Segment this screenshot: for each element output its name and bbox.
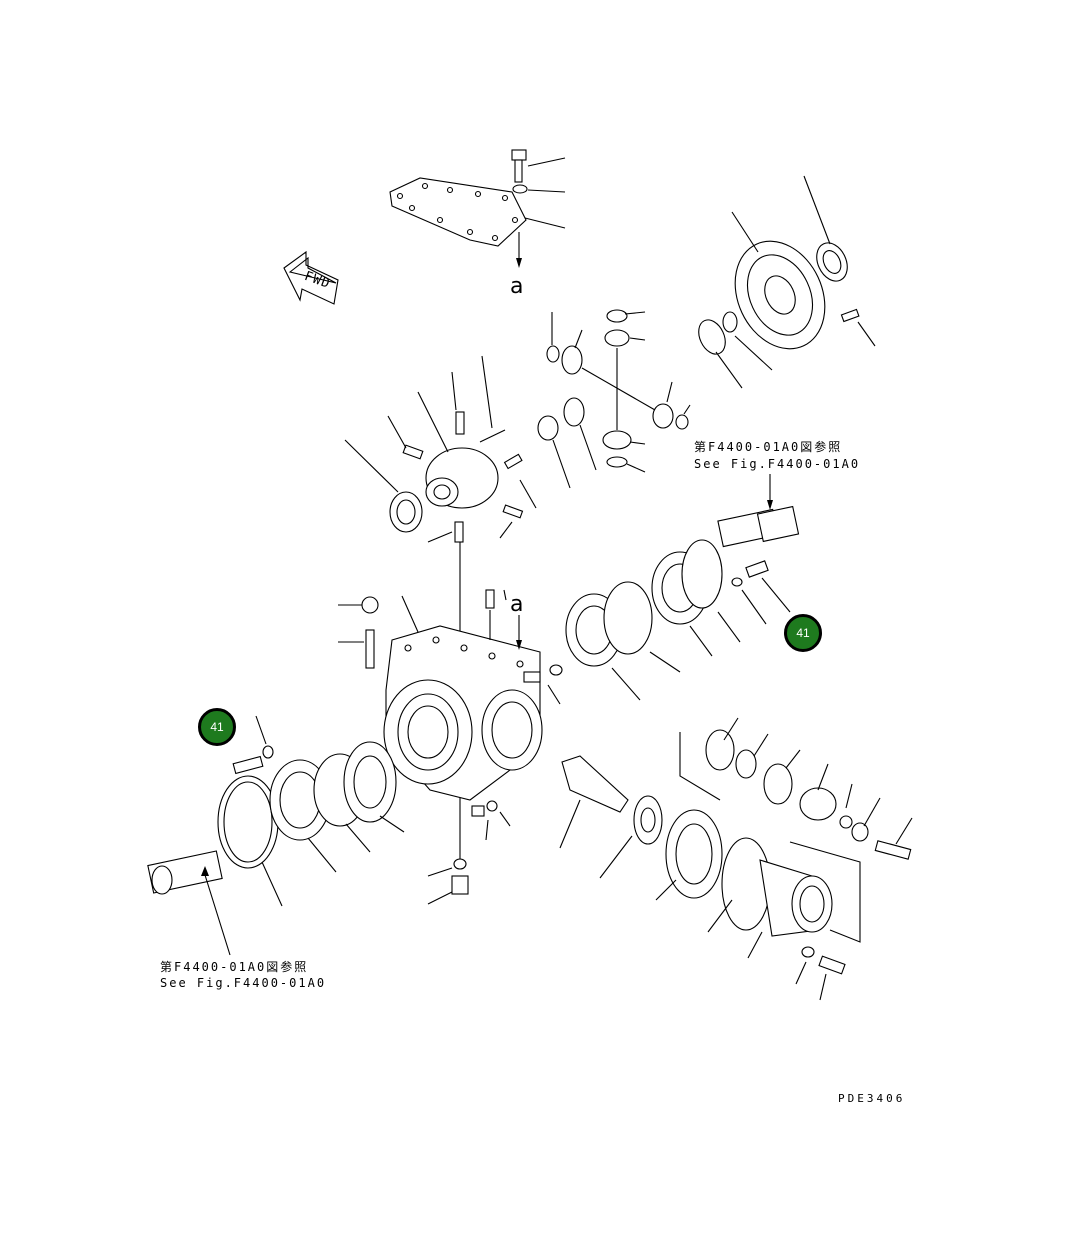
reference-note-right-en: See Fig.F4400-01A0 [694,457,861,471]
pinion-assembly [559,717,913,1001]
callout-number: 41 [796,626,810,640]
reference-note-right-jp: 第F4400-01A0図参照 [694,440,843,454]
left-hub-parts [147,715,405,956]
fwd-arrow-icon [283,250,339,305]
drain-plug [427,800,511,905]
cover-bolt [511,149,566,229]
callout-41-right[interactable]: 41 [784,614,822,652]
differential-case [344,355,537,860]
callout-number: 41 [210,720,224,734]
reference-note-left-en: See Fig.F4400-01A0 [160,976,327,990]
callout-41-left[interactable]: 41 [198,708,236,746]
view-marker-a-mid: a [510,592,524,617]
ring-gear [698,175,876,389]
view-marker-a-top: a [510,274,524,299]
axle-housing [338,589,563,801]
differential-pinions [537,309,691,489]
right-seal-set [565,474,800,701]
top-cover-plate [389,177,527,268]
reference-note-left-jp: 第F4400-01A0図参照 [160,960,309,974]
drawing-code: PDE3406 [838,1092,906,1105]
